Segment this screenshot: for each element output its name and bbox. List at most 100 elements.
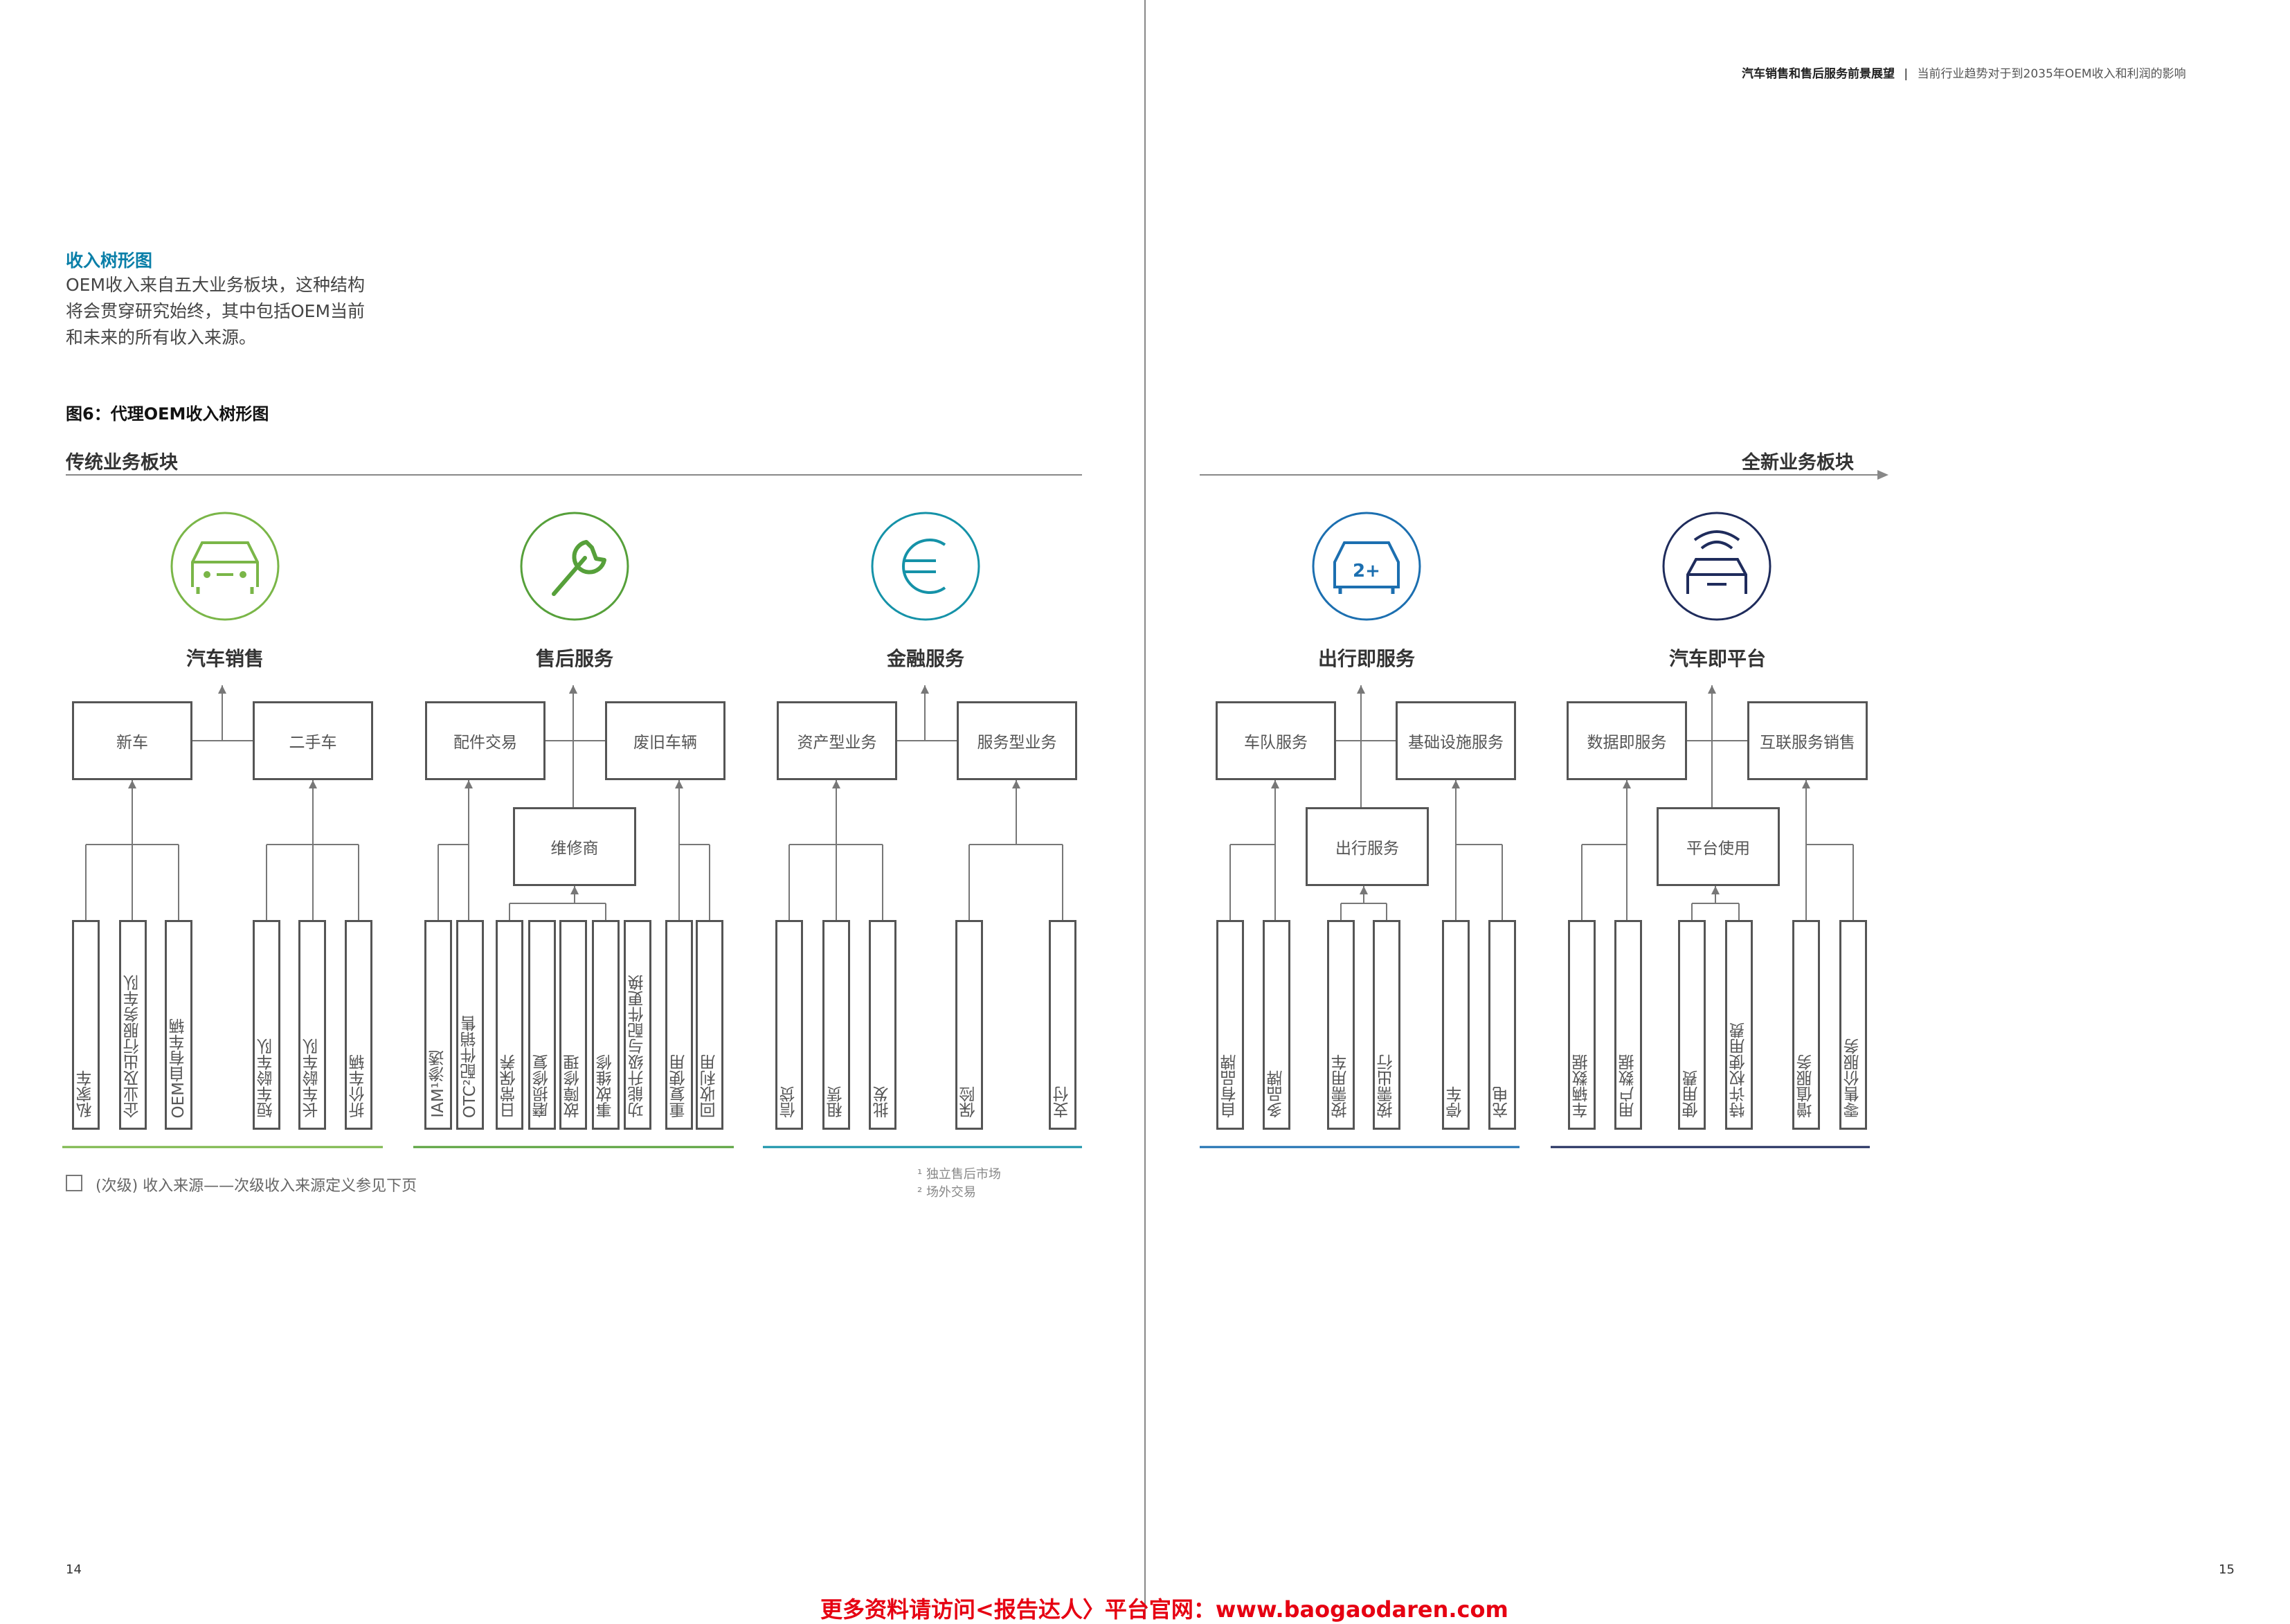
header-separator: | xyxy=(1904,67,1909,81)
euro-icon xyxy=(902,539,946,594)
leaf-label: 长车龄车队 xyxy=(303,1038,321,1118)
arrowhead xyxy=(921,685,929,694)
leaf-label: 事故维修 xyxy=(597,1054,615,1118)
carpool-car-icon xyxy=(1333,541,1400,588)
watermark-text: 更多资料请访问<报告达人〉平台官网：www.baogaodaren.com xyxy=(820,1596,1508,1623)
car-icon xyxy=(204,571,210,578)
intro-title: 收入树形图 xyxy=(66,251,153,271)
legend-box-icon xyxy=(66,1175,82,1191)
leaf-label: 租赁 xyxy=(827,1086,845,1118)
leaf-label: 自有品牌 xyxy=(1221,1054,1239,1118)
leaf-node: 长车龄车队 xyxy=(298,920,326,1130)
arrowhead xyxy=(1802,780,1810,788)
arrowhead xyxy=(675,780,683,788)
node-service-based: 服务型业务 xyxy=(957,701,1077,780)
leaf-node: 磨损修复 xyxy=(528,920,556,1130)
leaf-label: 按需出行 xyxy=(1378,1054,1396,1118)
node-repairer: 维修商 xyxy=(513,807,636,886)
leaf-node: 重复使用 xyxy=(665,920,693,1130)
leaf-node: 租赁 xyxy=(822,920,850,1130)
leaf-label: 私家车 xyxy=(77,1070,95,1118)
arrowhead xyxy=(1012,780,1020,788)
intro-body: OEM收入来自五大业务板块，这种结构 将会贯穿研究始终，其中包括OEM当前 和未… xyxy=(66,272,426,351)
leaf-node: 增值服务 xyxy=(1792,920,1820,1130)
leaf-label: 停车 xyxy=(1447,1086,1465,1118)
traditional-segment-label: 传统业务板块 xyxy=(66,452,178,473)
figure-title: 图6：代理OEM收入树形图 xyxy=(66,404,269,424)
leaf-node: 私家车 xyxy=(72,920,100,1130)
page-number-right: 15 xyxy=(2219,1562,2235,1577)
node-asset-based: 资产型业务 xyxy=(777,701,897,780)
leaf-node: 事故维修 xyxy=(592,920,620,1130)
leaf-node: OEM自有车辆 xyxy=(165,920,192,1130)
leaf-label: 使用费 xyxy=(1683,1070,1701,1118)
node-new-car: 新车 xyxy=(72,701,192,780)
node-end-of-life-vehicles: 废旧车辆 xyxy=(605,701,725,780)
euro-icon xyxy=(871,512,980,621)
leaf-node: 充电 xyxy=(1488,920,1516,1130)
leaf-node: 车辆数据 xyxy=(1568,920,1596,1130)
car-icon xyxy=(240,571,246,578)
arrowhead xyxy=(1623,780,1631,788)
leaf-node: 短车龄车队 xyxy=(253,920,280,1130)
running-header: 汽车销售和售后服务前景展望 | 当前行业趋势对于到2035年OEM收入和利润的影… xyxy=(1742,64,2186,81)
leaf-node: 特许权使用费 xyxy=(1725,920,1753,1130)
intro-line: OEM收入来自五大业务板块，这种结构 xyxy=(66,275,366,295)
leaf-node: 按需出行 xyxy=(1373,920,1400,1130)
leaf-node: 功能升级与配件更换 xyxy=(624,920,651,1130)
arrowhead xyxy=(1452,780,1460,788)
leaf-label: 充电 xyxy=(1493,1086,1511,1118)
leaf-label: 批发 xyxy=(874,1086,892,1118)
node-data-as-a-service: 数据即服务 xyxy=(1567,701,1687,780)
leaf-label: 短车龄车队 xyxy=(258,1038,276,1118)
header-title: 汽车销售和售后服务前景展望 xyxy=(1742,67,1895,81)
leaf-label: 增值服务 xyxy=(1797,1054,1815,1118)
leaf-node: 用户数据 xyxy=(1614,920,1642,1130)
segment-arrowhead xyxy=(1877,470,1888,480)
arrowhead xyxy=(465,780,473,788)
leaf-label: 用户数据 xyxy=(1619,1054,1637,1118)
leaf-label: 企业及出行服务车队 xyxy=(124,975,142,1118)
leaf-node: 企业及出行服务车队 xyxy=(119,920,147,1130)
arrowhead xyxy=(309,780,317,788)
arrowhead xyxy=(570,886,579,894)
page-number-left: 14 xyxy=(66,1562,82,1577)
arrowhead xyxy=(832,780,840,788)
arrowhead xyxy=(218,685,226,694)
leaf-label: 按需用车 xyxy=(1332,1054,1350,1118)
node-platform-usage: 平台使用 xyxy=(1657,807,1780,886)
leaf-node: 使用费 xyxy=(1678,920,1706,1130)
node-mobility-services: 出行服务 xyxy=(1306,807,1429,886)
leaf-label: 磨损修复 xyxy=(533,1054,551,1118)
connected-car-icon xyxy=(1662,512,1771,621)
wrench-icon xyxy=(552,540,606,596)
category-title-car-sales: 汽车销售 xyxy=(186,647,264,670)
wrench-icon xyxy=(520,512,629,621)
node-infrastructure-services: 基础设施服务 xyxy=(1396,701,1516,780)
leaf-label: 支付 xyxy=(1054,1086,1072,1118)
leaf-label: 保险 xyxy=(960,1086,978,1118)
intro-line: 和未来的所有收入来源。 xyxy=(66,327,257,348)
arrowhead xyxy=(1271,780,1279,788)
leaf-label: 特许权使用费 xyxy=(1730,1022,1748,1118)
node-parts-trade: 配件交易 xyxy=(425,701,546,780)
category-title-caap: 汽车即平台 xyxy=(1668,647,1766,670)
carpool-car-icon xyxy=(1312,512,1421,621)
leaf-label: 折价车辆 xyxy=(350,1054,368,1118)
leaf-node: 批发 xyxy=(869,920,896,1130)
leaf-node: 支付 xyxy=(1049,920,1076,1130)
leaf-node: 零售价服务 xyxy=(1839,920,1867,1130)
arrowhead xyxy=(128,780,136,788)
leaf-node: 回收利用 xyxy=(696,920,723,1130)
carpool-car-icon: 2+ xyxy=(1353,561,1380,581)
footnotes: ¹ 独立售后市场 ² 场外交易 xyxy=(917,1166,1001,1202)
leaf-label: 功能升级与配件更换 xyxy=(629,975,647,1118)
header-subtitle: 当前行业趋势对于到2035年OEM收入和利润的影响 xyxy=(1917,67,2186,81)
leaf-node: OTC²配件销售 xyxy=(456,920,484,1130)
leaf-node: 日常保养 xyxy=(496,920,523,1130)
node-used-car: 二手车 xyxy=(253,701,373,780)
leaf-label: 重复使用 xyxy=(670,1054,688,1118)
node-fleet-services: 车队服务 xyxy=(1216,701,1336,780)
connected-car-icon xyxy=(1686,558,1747,594)
